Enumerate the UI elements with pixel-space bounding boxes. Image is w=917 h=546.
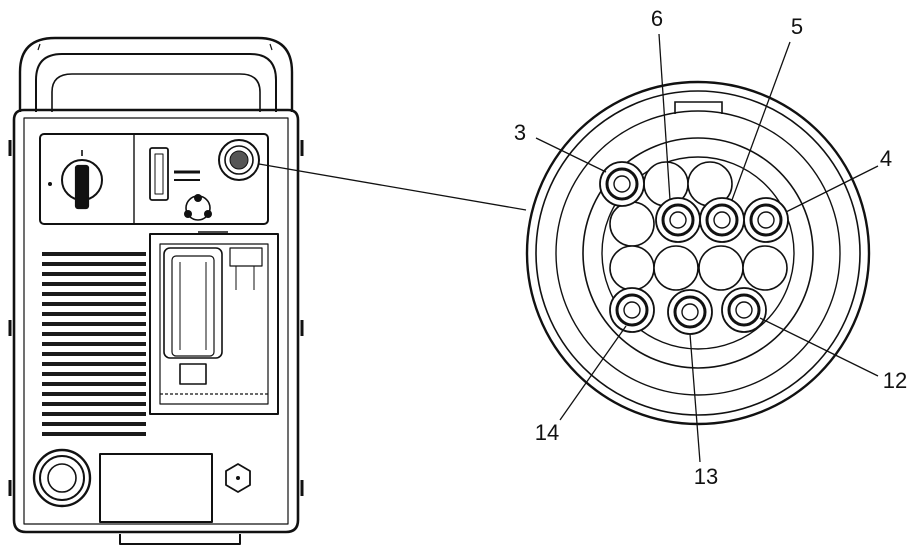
leader-pin-3 [535,137,607,173]
ventilation-grille [42,252,146,436]
pin-6 [655,197,701,243]
empty-pin-cavity [698,245,744,291]
upper-control-panel [39,133,269,225]
machine-rear-panel [8,36,304,545]
label-plate [99,453,213,523]
leader-pin-6 [658,33,671,201]
serial-port [149,147,200,201]
pin-4 [743,197,789,243]
hex-fitting [225,463,251,493]
callout-label-pin-14: 14 [535,420,559,445]
callout-label-pin-3: 3 [514,120,526,145]
connector-pins [599,161,789,335]
pin-14 [609,287,655,333]
pin-5 [699,197,745,243]
leader-pin-13 [689,333,701,463]
fitting-symbol [184,194,212,221]
empty-pin-cavity [609,245,655,291]
pin-13 [667,289,713,335]
connector-key-notch [674,101,723,114]
leader-pin-14 [559,325,627,421]
leader-pin-4 [785,165,879,213]
pin-12 [721,287,767,333]
base-foot [119,534,241,545]
callout-label-pin-13: 13 [694,464,718,489]
empty-pin-cavity [742,245,788,291]
connector-detail-view [525,80,871,426]
callout-label-pin-4: 4 [880,146,892,171]
power-switch [48,150,103,210]
callout-label-pin-5: 5 [791,14,803,39]
callout-label-pin-12: 12 [883,368,907,393]
carry-handle [18,36,294,112]
callout-label-pin-6: 6 [651,6,663,31]
machine-interface-connector [218,139,260,181]
machine-body [12,108,300,534]
empty-pin-cavity [609,201,655,247]
pin-3 [599,161,645,207]
leader-pin-12 [759,317,879,377]
empty-pin-cavity [653,245,699,291]
detail-leader-line [258,163,527,211]
filter-housing [149,231,279,415]
leader-pin-5 [731,41,791,201]
callout-leaders [535,33,879,463]
power-cord-strain-relief [32,448,92,508]
